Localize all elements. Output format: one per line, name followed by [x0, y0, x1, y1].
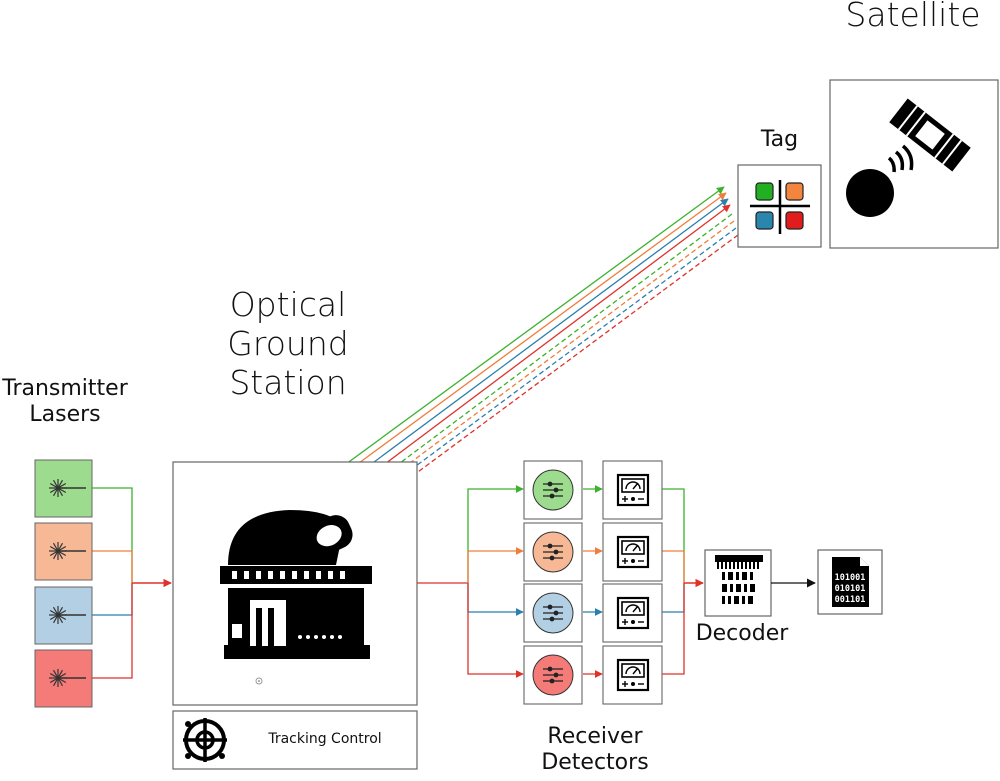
tracking-control-box[interactable] [172, 710, 418, 770]
laser-box-3 [34, 586, 93, 645]
transmitter-lasers [34, 459, 93, 708]
laser-burst-icon [49, 479, 86, 497]
tag-label: Tag [760, 127, 799, 152]
downlink-beam-3 [345, 227, 737, 519]
binary-decoder-icon [715, 555, 763, 604]
analog-meter-icon [616, 596, 650, 630]
transmitter-lasers-title: Transmitter Lasers [0, 376, 130, 428]
tx-wire-4 [92, 583, 133, 679]
laser-burst-icon [49, 669, 86, 687]
satellite-icon [846, 98, 971, 217]
meter-to-decoder-wire-1 [662, 488, 685, 583]
tag-square-4 [785, 211, 804, 230]
binary-row-1: 101001 [835, 573, 866, 583]
tx-wire-3 [92, 583, 133, 616]
analog-meter-icon [616, 473, 650, 507]
ground-station-title-line-3: Station [229, 362, 347, 402]
detector-box-2 [523, 522, 583, 582]
laser-burst-icon [49, 542, 86, 560]
equalizer-sliders-icon [543, 604, 563, 622]
receiver-title-line-1: Receiver [547, 724, 643, 749]
color-tag-icon [750, 180, 810, 234]
meter-box-2 [602, 522, 663, 582]
uplink-beam-3 [326, 198, 729, 498]
decoder-box [704, 549, 772, 617]
meter-box-1 [602, 460, 663, 520]
rx-wire-2 [467, 547, 524, 583]
tx-wire-1 [92, 487, 133, 583]
satellite-label: Satellite [845, 0, 981, 34]
uplink-beam-2 [320, 192, 727, 492]
downlink-beam-1 [339, 213, 733, 509]
rx-wire-3 [467, 583, 524, 616]
detector-box-1 [523, 460, 583, 520]
laser-box-2 [34, 522, 93, 581]
receiver-detectors [523, 460, 663, 705]
detector-box-3 [523, 583, 583, 643]
equalizer-sliders-icon [543, 666, 563, 684]
ground-station-title-line-2: Ground [227, 323, 349, 363]
laser-box-4 [34, 649, 93, 708]
uplink-beam-4 [332, 204, 731, 504]
optical-beams [315, 186, 739, 524]
transmitter-title-line-2: Lasers [29, 401, 101, 427]
analog-meter-icon [616, 658, 650, 692]
decoder-label: Decoder [695, 621, 789, 646]
receiver-title-line-2: Detectors [541, 749, 649, 775]
ground-station-title-line-1: Optical [229, 285, 347, 324]
signal-wiring [92, 485, 704, 679]
ground-station-title: Optical Ground Station [198, 285, 378, 403]
tx-wire-2 [92, 550, 133, 583]
output-file-box: 101001 010101 001101 [817, 549, 883, 615]
equalizer-sliders-icon [543, 481, 563, 499]
observatory-dome-icon [220, 510, 372, 659]
rx-wire-1 [467, 485, 524, 583]
meter-to-decoder-wire-2 [662, 550, 685, 583]
rx-wire-4 [467, 583, 524, 678]
binary-file-icon: 101001 010101 001101 [832, 557, 869, 607]
tracking-control-label: Tracking Control [268, 731, 382, 747]
tag-box [737, 164, 822, 248]
uplink-beam-1 [315, 186, 725, 487]
receiver-detectors-title: Receiver Detectors [520, 724, 670, 776]
laser-burst-icon [49, 606, 86, 624]
tag-square-3 [755, 211, 774, 230]
laser-box-1 [34, 459, 93, 518]
binary-row-3: 001101 [835, 595, 866, 605]
equalizer-sliders-icon [543, 543, 563, 561]
meter-to-decoder-wire-3 [662, 583, 685, 613]
tag-square-1 [755, 182, 774, 201]
downlink-beam-2 [342, 220, 735, 514]
satellite-box [829, 79, 999, 249]
meter-to-decoder-wire-4 [662, 583, 685, 675]
meter-box-3 [602, 583, 663, 643]
analog-meter-icon [616, 535, 650, 569]
tag-square-2 [785, 182, 804, 201]
transmitter-title-line-1: Transmitter [2, 376, 128, 401]
ground-station-box [172, 461, 418, 706]
binary-row-2: 010101 [835, 584, 866, 594]
detector-box-4 [523, 645, 583, 705]
meter-box-4 [602, 645, 663, 705]
crosshair-target-icon [183, 718, 227, 762]
